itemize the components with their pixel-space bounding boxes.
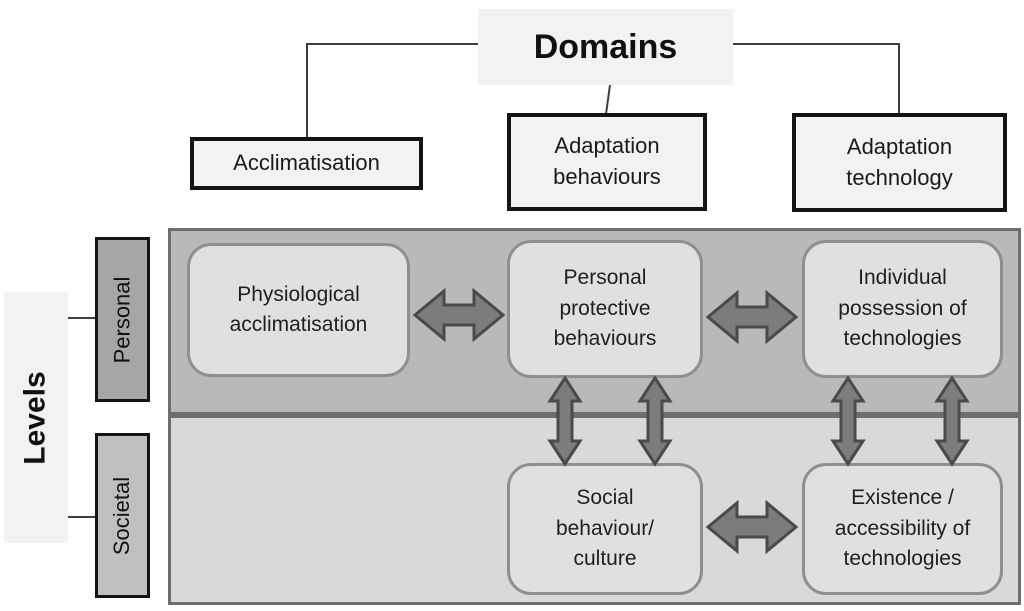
domain-box-adaptation-behaviours: Adaptation behaviours [507,113,707,211]
levels-title-text: Levels [19,370,52,465]
levels-title: Levels [4,292,68,543]
domain-box-acclimatisation: Acclimatisation [190,137,423,190]
node-personal-protective-behaviours: Personal protective behaviours [507,240,703,378]
level-label-personal-text: Personal [109,276,135,363]
level-label-personal: Personal [95,237,150,402]
connector-domains-technology [733,43,900,114]
node-individual-possession-of-technologies: Individual possession of technologies [802,240,1003,378]
node-existence-accessibility-of-technologies: Existence / accessibility of technologie… [802,463,1003,595]
connector-domains-behaviours [605,84,611,115]
domain-box-adaptation-technology: Adaptation technology [792,113,1007,212]
domains-title: Domains [478,9,733,85]
node-social-behaviour-culture: Social behaviour/ culture [507,463,703,595]
level-label-societal-text: Societal [109,476,135,555]
connector-domains-acclimatisation [306,43,478,138]
level-label-societal: Societal [95,433,150,598]
node-physiological-acclimatisation: Physiological acclimatisation [187,243,410,377]
